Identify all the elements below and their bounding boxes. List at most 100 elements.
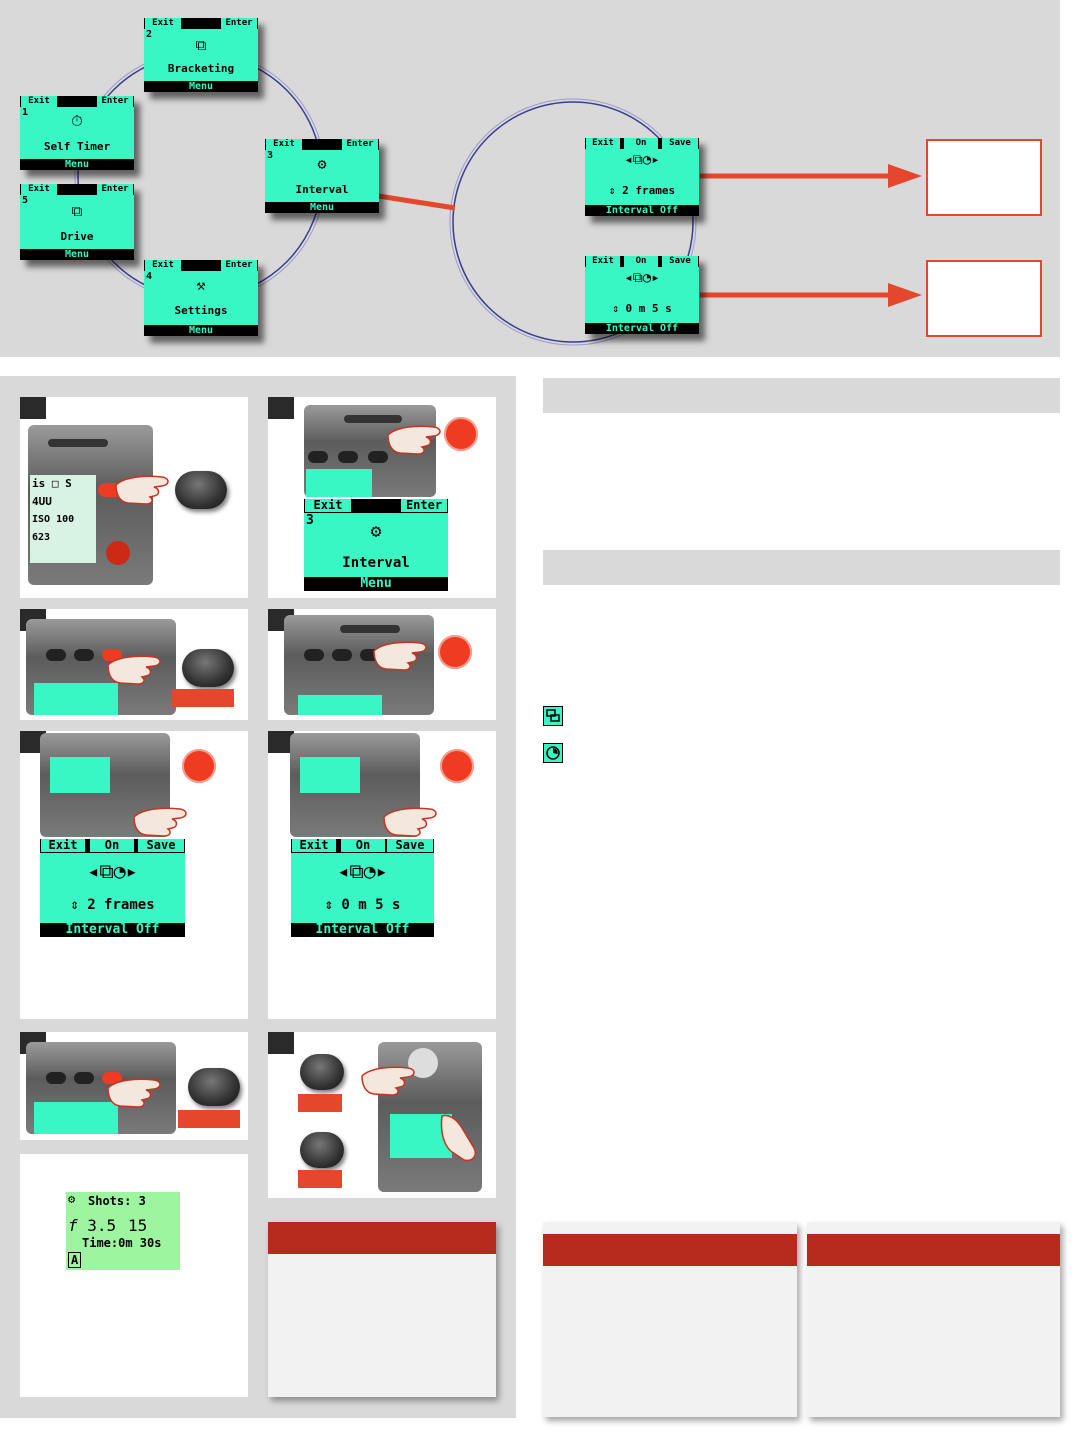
timer-icon: ⏱ xyxy=(71,112,83,130)
step-card-1: is □ S 4UU ISO 100 623 xyxy=(20,397,248,598)
on-softkey[interactable]: On xyxy=(624,138,658,149)
enter-softkey[interactable]: Enter xyxy=(401,499,447,512)
iso-wb-button[interactable] xyxy=(102,649,122,661)
frames-timer-icons: ◂⧉◔▸ xyxy=(337,859,388,883)
menu-footer: Menu xyxy=(144,81,258,92)
save-softkey[interactable]: Save xyxy=(387,839,433,852)
exit-softkey[interactable]: Exit xyxy=(586,256,620,267)
shots-count: Shots: 3 xyxy=(88,1194,146,1208)
exit-softkey[interactable]: Exit xyxy=(21,96,57,107)
enter-softkey[interactable]: Enter xyxy=(97,96,133,107)
step-card-9: ⚙ Shots: 3 f 3.5 15 Time:0m 30s A xyxy=(20,1154,248,1397)
exit-softkey[interactable]: Exit xyxy=(145,260,181,271)
af-button[interactable] xyxy=(338,451,358,463)
camera-body xyxy=(378,1042,482,1192)
exposure-mode: A xyxy=(68,1252,82,1268)
on-off-button[interactable] xyxy=(106,541,130,565)
exit-softkey[interactable]: Exit xyxy=(145,18,181,29)
control-wheel[interactable] xyxy=(340,625,400,633)
pointing-finger-icon xyxy=(107,655,161,685)
rotate-dial-icon xyxy=(182,749,216,783)
on-softkey[interactable]: On xyxy=(624,256,658,267)
camera-lcd-mini xyxy=(34,683,118,715)
menu-title: Bracketing xyxy=(167,62,235,75)
bracketing-mode-icon xyxy=(543,706,563,726)
lcd-step6-time: Exit On Save ◂⧉◔▸ ⇕ 0 m 5 s Interval Off xyxy=(291,839,434,937)
step-card-7 xyxy=(20,1032,248,1140)
pointing-finger-icon xyxy=(115,475,169,505)
camera-body xyxy=(26,1042,176,1134)
flash-button[interactable] xyxy=(46,649,66,661)
bracketing-icon: ⧉ xyxy=(195,36,207,54)
iso-wb-button-closeup[interactable] xyxy=(182,649,234,687)
shutter-value: 15 xyxy=(128,1216,148,1235)
menu-title: Self Timer xyxy=(43,140,111,153)
iso-wb-button-closeup[interactable] xyxy=(188,1068,240,1106)
enter-softkey[interactable]: Enter xyxy=(221,260,257,271)
exposure-readout: 4UU xyxy=(32,495,52,508)
step-card-4 xyxy=(268,609,496,720)
control-wheel[interactable] xyxy=(344,415,402,423)
menu-number: 5 xyxy=(22,195,29,206)
rotate-dial-icon xyxy=(444,417,478,451)
button-closeup-top[interactable] xyxy=(300,1054,344,1090)
menu-footer: Menu xyxy=(265,202,379,213)
frames-timer-icons: ◂⧉◔▸ xyxy=(624,270,660,286)
aperture-value: 3.5 xyxy=(87,1216,117,1235)
flash-button[interactable] xyxy=(308,451,328,463)
exit-softkey[interactable]: Exit xyxy=(41,839,85,852)
save-softkey[interactable]: Save xyxy=(662,256,698,267)
callout-box-time xyxy=(926,260,1042,337)
exit-softkey[interactable]: Exit xyxy=(21,184,57,195)
exit-softkey[interactable]: Exit xyxy=(266,139,302,150)
exit-softkey[interactable]: Exit xyxy=(305,499,351,512)
button-closeup-bottom[interactable] xyxy=(300,1132,344,1168)
enter-softkey[interactable]: Enter xyxy=(97,184,133,195)
menu-button-closeup[interactable] xyxy=(175,471,227,509)
timer-mode-icon xyxy=(543,743,563,763)
step-card-6: Exit On Save ◂⧉◔▸ ⇕ 0 m 5 s Interval Off xyxy=(268,731,496,1019)
control-wheel[interactable] xyxy=(48,439,108,447)
interval-footer: Interval Off xyxy=(585,323,699,334)
camera-body xyxy=(40,733,170,837)
camera-body xyxy=(284,615,434,715)
af-button[interactable] xyxy=(74,1072,94,1084)
flash-button[interactable] xyxy=(46,1072,66,1084)
step-card-5: Exit On Save ◂⧉◔▸ ⇕ 2 frames Interval Of… xyxy=(20,731,248,1019)
elapsed-time: Time:0m 30s xyxy=(82,1236,162,1250)
step-card-2: Exit Enter 3 ⚙ Interval Menu xyxy=(268,397,496,598)
lcd-bracketing: Exit Enter 2 ⧉ Bracketing Menu xyxy=(144,18,258,92)
pointing-finger-icon xyxy=(383,807,437,837)
camera-body xyxy=(26,619,176,715)
interval-value: ⇕ 0 m 5 s xyxy=(612,302,672,315)
enter-softkey[interactable]: Enter xyxy=(342,139,378,150)
exit-softkey[interactable]: Exit xyxy=(586,138,620,149)
interval-footer: Interval Off xyxy=(40,923,185,937)
section-header-1 xyxy=(543,378,1060,413)
info-card-header xyxy=(543,1234,797,1266)
exit-softkey[interactable]: Exit xyxy=(292,839,336,852)
button-label-tag xyxy=(172,689,234,707)
iso-wb-button[interactable] xyxy=(368,451,388,463)
info-card-left xyxy=(543,1222,797,1417)
status-row: is □ S xyxy=(32,477,72,490)
flash-button[interactable] xyxy=(304,649,324,661)
camera-status-display: is □ S 4UU ISO 100 623 xyxy=(30,475,96,563)
menu-footer: Menu xyxy=(304,577,448,591)
settings-icon: ⚒ xyxy=(196,276,206,294)
save-softkey[interactable]: Save xyxy=(138,839,184,852)
menu-number: 1 xyxy=(22,107,29,118)
on-softkey[interactable]: On xyxy=(341,839,385,852)
iso-readout: ISO 100 xyxy=(32,514,75,525)
enter-softkey[interactable]: Enter xyxy=(221,18,257,29)
lcd-interval-time: Exit On Save ◂⧉◔▸ ⇕ 0 m 5 s Interval Off xyxy=(585,256,699,334)
rotate-dial-icon xyxy=(438,635,472,669)
on-softkey[interactable]: On xyxy=(90,839,134,852)
af-button[interactable] xyxy=(74,649,94,661)
frames-timer-icons: ◂⧉◔▸ xyxy=(87,859,138,883)
af-button[interactable] xyxy=(332,649,352,661)
iso-wb-button[interactable] xyxy=(102,1072,122,1084)
step-number-marker xyxy=(20,731,46,753)
camera-lcd-mini xyxy=(300,757,360,793)
save-softkey[interactable]: Save xyxy=(662,138,698,149)
